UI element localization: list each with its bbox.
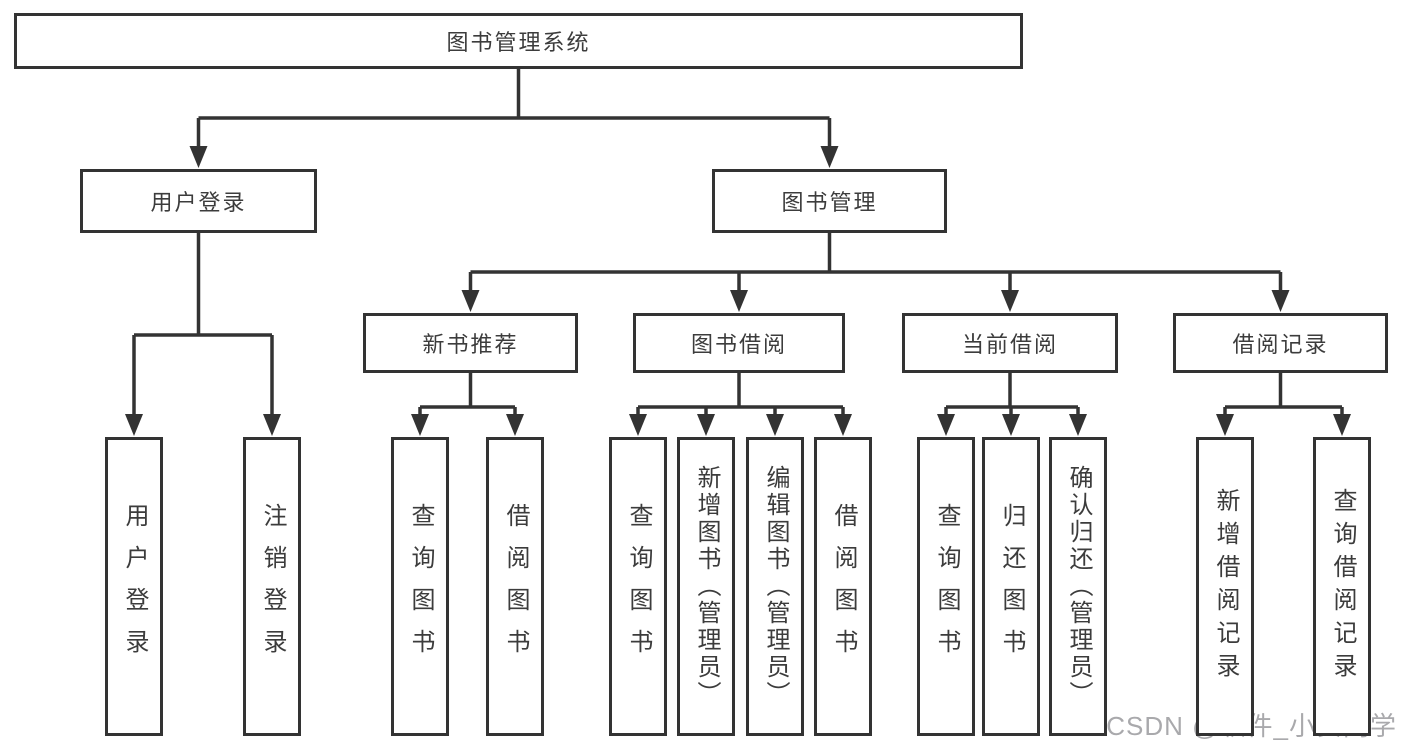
arrowhead-book_mgmt-to-borrow <box>730 290 748 312</box>
node-root: 图书管理系统 <box>14 13 1023 69</box>
node-c3: 确认归还（管理员） <box>1049 437 1107 736</box>
node-n1: 查询图书 <box>391 437 449 736</box>
arrowhead-records-to-r1 <box>1216 414 1234 436</box>
connector-current <box>944 373 1080 419</box>
connector-records <box>1223 373 1344 419</box>
node-book_mgmt: 图书管理 <box>712 169 947 233</box>
arrowhead-current-to-c2 <box>1002 414 1020 436</box>
connector-root <box>196 69 832 151</box>
node-records: 借阅记录 <box>1173 313 1388 373</box>
node-u1: 用户登录 <box>105 437 163 736</box>
arrowhead-book_mgmt-to-current <box>1001 290 1019 312</box>
node-b1: 查询图书 <box>609 437 667 736</box>
arrowhead-root-to-user_login <box>189 146 208 168</box>
node-n2: 借阅图书 <box>486 437 544 736</box>
arrowhead-records-to-r2 <box>1333 414 1351 436</box>
arrowhead-new_rec-to-n1 <box>411 414 429 436</box>
arrowhead-current-to-c1 <box>937 414 955 436</box>
arrowhead-user_login-to-u1 <box>125 414 143 436</box>
arrowhead-borrow-to-b1 <box>629 414 647 436</box>
arrowhead-book_mgmt-to-records <box>1271 290 1290 312</box>
node-r1: 新增借阅记录 <box>1196 437 1254 736</box>
node-b3: 编辑图书（管理员） <box>746 437 804 736</box>
arrowhead-book_mgmt-to-new_rec <box>461 290 480 312</box>
connector-user_login <box>132 233 274 419</box>
arrowhead-current-to-c3 <box>1069 414 1087 436</box>
arrowhead-borrow-to-b4 <box>834 414 852 436</box>
arrowhead-new_rec-to-n2 <box>506 414 524 436</box>
node-user_login: 用户登录 <box>80 169 317 233</box>
node-b4: 借阅图书 <box>814 437 872 736</box>
connector-new_rec <box>418 373 517 419</box>
node-u2: 注销登录 <box>243 437 301 736</box>
node-borrow: 图书借阅 <box>633 313 845 373</box>
node-c1: 查询图书 <box>917 437 975 736</box>
node-c2: 归还图书 <box>982 437 1040 736</box>
arrowhead-user_login-to-u2 <box>263 414 281 436</box>
connector-book_mgmt <box>468 233 1283 295</box>
arrowhead-borrow-to-b3 <box>766 414 784 436</box>
arrowhead-root-to-book_mgmt <box>820 146 839 168</box>
node-new_rec: 新书推荐 <box>363 313 578 373</box>
node-current: 当前借阅 <box>902 313 1118 373</box>
connector-borrow <box>636 373 845 419</box>
arrowhead-borrow-to-b2 <box>697 414 715 436</box>
node-b2: 新增图书（管理员） <box>677 437 735 736</box>
node-r2: 查询借阅记录 <box>1313 437 1371 736</box>
